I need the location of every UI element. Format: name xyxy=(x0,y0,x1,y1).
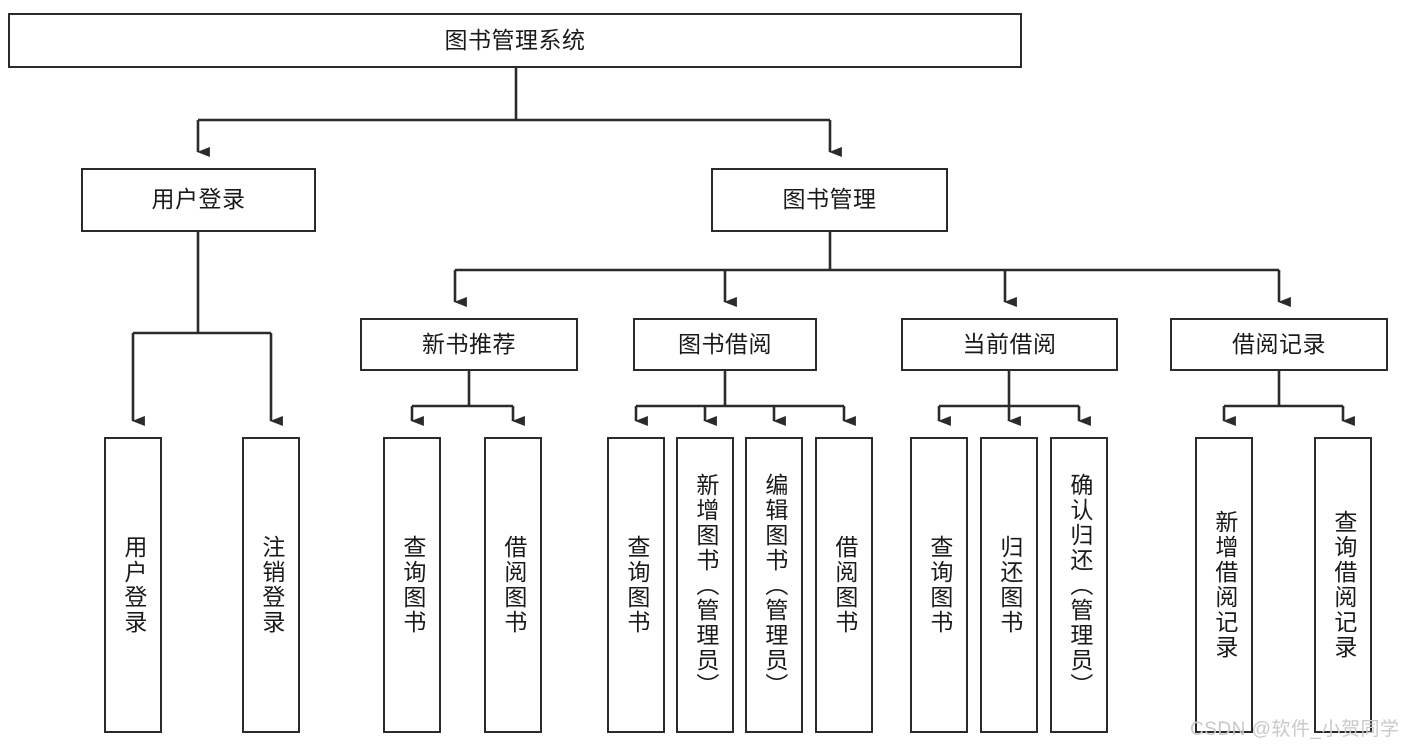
node-leaf-borrow-book-2[interactable]: 借阅图书 xyxy=(815,437,873,733)
node-current-borrow[interactable]: 当前借阅 xyxy=(901,318,1118,371)
watermark: CSDN @软件_小贺同学 xyxy=(1190,719,1400,740)
node-leaf-return-book[interactable]: 归还图书 xyxy=(980,437,1038,733)
node-leaf-add-record[interactable]: 新增借阅记录 xyxy=(1195,437,1253,733)
node-borrow-record[interactable]: 借阅记录 xyxy=(1170,318,1388,371)
node-leaf-return-book-label: 归还图书 xyxy=(996,535,1023,635)
node-leaf-user-login-label: 用户登录 xyxy=(120,535,147,635)
node-new-book-recommend[interactable]: 新书推荐 xyxy=(360,318,578,371)
node-book-management[interactable]: 图书管理 xyxy=(711,168,948,232)
node-leaf-borrow-book-1-label: 借阅图书 xyxy=(500,535,527,635)
node-leaf-add-record-label: 新增借阅记录 xyxy=(1211,510,1238,660)
node-leaf-query-record[interactable]: 查询借阅记录 xyxy=(1314,437,1372,733)
node-leaf-query-record-label: 查询借阅记录 xyxy=(1330,510,1357,660)
node-book-borrow-label: 图书借阅 xyxy=(678,330,772,357)
node-leaf-query-book-1-label: 查询图书 xyxy=(399,535,426,635)
node-leaf-logout-login[interactable]: 注销登录 xyxy=(242,437,300,733)
node-user-login-label: 用户登录 xyxy=(151,186,246,213)
node-leaf-user-login[interactable]: 用户登录 xyxy=(104,437,162,733)
node-leaf-borrow-book-2-label: 借阅图书 xyxy=(831,535,858,635)
node-leaf-query-book-3[interactable]: 查询图书 xyxy=(910,437,968,733)
node-book-management-label: 图书管理 xyxy=(782,186,877,213)
node-leaf-edit-book-label: 编辑图书（管理员） xyxy=(761,472,788,698)
node-root-label: 图书管理系统 xyxy=(444,26,586,53)
node-new-book-recommend-label: 新书推荐 xyxy=(422,330,516,357)
node-borrow-record-label: 借阅记录 xyxy=(1232,330,1326,357)
node-leaf-query-book-3-label: 查询图书 xyxy=(926,535,953,635)
node-leaf-confirm-return[interactable]: 确认归还（管理员） xyxy=(1050,437,1108,733)
node-leaf-logout-login-label: 注销登录 xyxy=(258,535,285,635)
node-current-borrow-label: 当前借阅 xyxy=(962,330,1057,357)
node-root[interactable]: 图书管理系统 xyxy=(8,13,1022,68)
node-leaf-add-book[interactable]: 新增图书（管理员） xyxy=(676,437,734,733)
node-user-login[interactable]: 用户登录 xyxy=(81,168,316,232)
node-leaf-borrow-book-1[interactable]: 借阅图书 xyxy=(484,437,542,733)
node-leaf-edit-book[interactable]: 编辑图书（管理员） xyxy=(745,437,803,733)
node-leaf-query-book-1[interactable]: 查询图书 xyxy=(383,437,441,733)
node-leaf-add-book-label: 新增图书（管理员） xyxy=(692,472,719,698)
node-book-borrow[interactable]: 图书借阅 xyxy=(633,318,817,371)
node-leaf-query-book-2-label: 查询图书 xyxy=(623,535,650,635)
node-leaf-confirm-return-label: 确认归还（管理员） xyxy=(1066,472,1093,698)
node-leaf-query-book-2[interactable]: 查询图书 xyxy=(607,437,665,733)
